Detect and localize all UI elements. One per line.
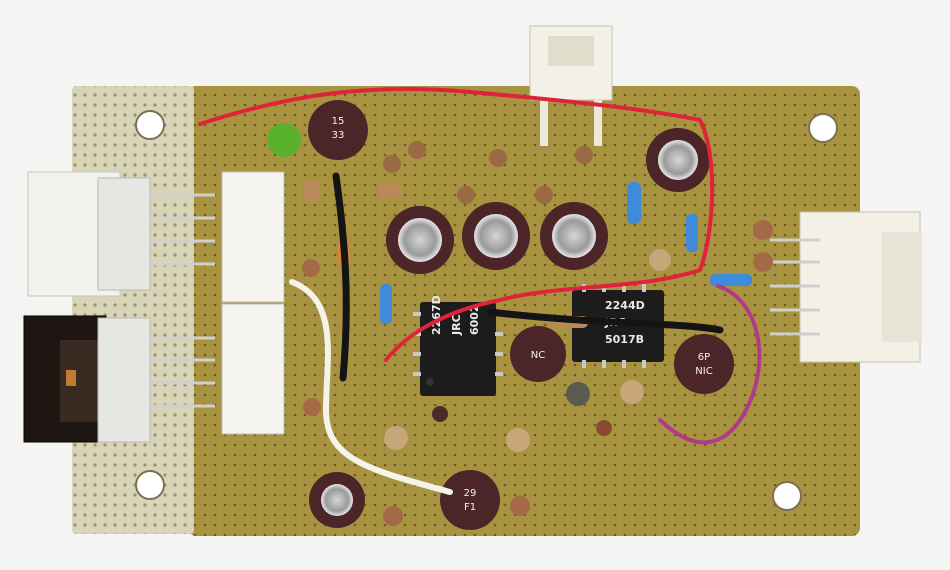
capacitor: 6P NIC xyxy=(674,334,734,394)
connector-left-white xyxy=(27,171,215,297)
cap-bottom-right-label-1: 29 xyxy=(464,488,477,499)
capacitors: 15 33 NC 6P NIC xyxy=(308,100,734,530)
cap-top-label-2: 33 xyxy=(332,130,345,141)
ic-right-label-1: 2244D xyxy=(605,299,645,312)
cap-top-label-1: 15 xyxy=(332,116,345,127)
capacitor xyxy=(646,128,710,192)
cap-mid-right-label-1: 6P xyxy=(698,352,710,363)
capacitor xyxy=(540,202,608,270)
capacitor xyxy=(309,472,365,528)
ic-left-label-2: JRC xyxy=(450,314,463,336)
cap-mid-label: NC xyxy=(531,350,545,361)
ic-left-label-1: 2267D xyxy=(430,295,443,335)
connector-right xyxy=(770,211,922,363)
protoboard-strip xyxy=(72,86,194,534)
wire-red xyxy=(198,87,715,362)
ic-left-label-3: 6002 xyxy=(468,304,481,335)
mounting-holes xyxy=(135,110,838,511)
capacitor: 15 33 xyxy=(308,100,368,160)
connector-top xyxy=(529,25,613,146)
perfboard xyxy=(188,86,860,536)
small-components xyxy=(267,123,773,526)
ic-left: 2267D JRC 6002 xyxy=(413,295,503,396)
capacitor xyxy=(462,202,530,270)
cap-bottom-right-label-2: F1 xyxy=(464,502,476,513)
wires xyxy=(198,87,762,495)
wire-magenta xyxy=(658,284,762,445)
capacitor: NC xyxy=(510,326,566,382)
wire-white xyxy=(289,279,453,495)
cap-mid-right-label-2: NIC xyxy=(695,366,712,377)
header-vertical xyxy=(221,171,285,435)
capacitor: 29 F1 xyxy=(440,470,500,530)
wire-black xyxy=(486,308,724,334)
ic-right-label-3: 5017B xyxy=(605,333,644,346)
capacitor xyxy=(386,206,454,274)
wire-black xyxy=(332,172,350,382)
connector-left-black xyxy=(23,315,215,443)
